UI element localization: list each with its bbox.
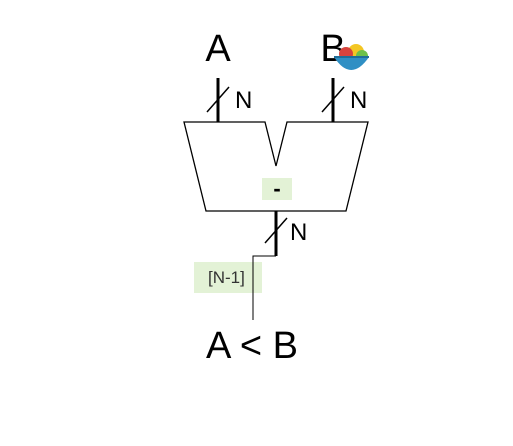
slice-highlight xyxy=(194,262,262,293)
input-a-bus-slash xyxy=(206,86,230,113)
operator-label: - xyxy=(273,176,280,201)
input-a-label: A xyxy=(205,28,231,70)
emoji-bowl-icon xyxy=(334,44,369,70)
msb-tap-wire xyxy=(252,255,276,320)
output-width-label: N xyxy=(290,219,307,246)
subtractor-block xyxy=(183,121,369,212)
operator-highlight xyxy=(262,178,292,200)
input-b-width-label: N xyxy=(350,87,367,114)
input-b-bus-slash xyxy=(321,86,345,113)
input-a-width-label: N xyxy=(235,87,252,114)
bit-slice-label: [N-1] xyxy=(208,268,245,287)
output-bus-slash xyxy=(264,217,288,244)
result-label: A < B xyxy=(206,325,298,367)
